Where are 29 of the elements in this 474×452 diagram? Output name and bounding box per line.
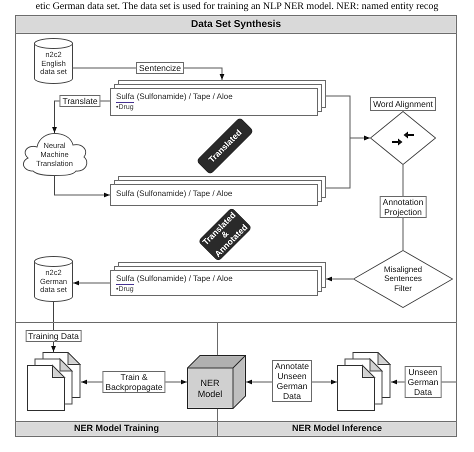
document-stack: [110, 80, 326, 116]
document-stack: [337, 352, 391, 411]
panel-header: NER Model Inference: [218, 421, 456, 436]
annotated-entity: Sulfa: [116, 92, 134, 103]
sentence-text: (Sulfonamide) / Tape / Aloe: [136, 274, 233, 284]
edge-label: Unseen German Data: [404, 366, 442, 398]
document-stack: [27, 352, 81, 411]
panel-header: NER Model Training: [16, 421, 217, 436]
caption-text: etic German data set. The data set is used for training an NLP NER model. NER: named entity recog: [34, 0, 440, 13]
document-stack: [110, 262, 326, 296]
arrow: [54, 176, 110, 198]
sentence-text: Sulfa (Sulfonamide) / Tape / Aloe: [116, 188, 234, 199]
edge-label: Train & Backpropagate: [102, 371, 166, 393]
edge-label: Annotate Unseen German Data: [272, 360, 312, 402]
section-panel: [15, 15, 457, 323]
annotated-entity: Sulfa: [116, 274, 134, 285]
edge-label: Annotation Projection: [380, 196, 426, 218]
node-text: NER Model: [198, 378, 222, 400]
edge-label: Training Data: [25, 330, 82, 342]
document-stack: [110, 176, 326, 206]
sentence-text: (Sulfonamide) / Tape / Aloe: [136, 92, 233, 102]
edge-label: Sentencize: [136, 62, 184, 74]
arrow: [326, 276, 354, 282]
diamond-heading: Word Alignment: [370, 97, 436, 111]
panel-header: Data Set Synthesis: [16, 16, 456, 34]
edge-label: Translate: [59, 95, 101, 107]
arrow: [326, 136, 370, 188]
arrow: [72, 280, 110, 286]
node-text: Misaligned Sentences Filter: [384, 264, 422, 294]
